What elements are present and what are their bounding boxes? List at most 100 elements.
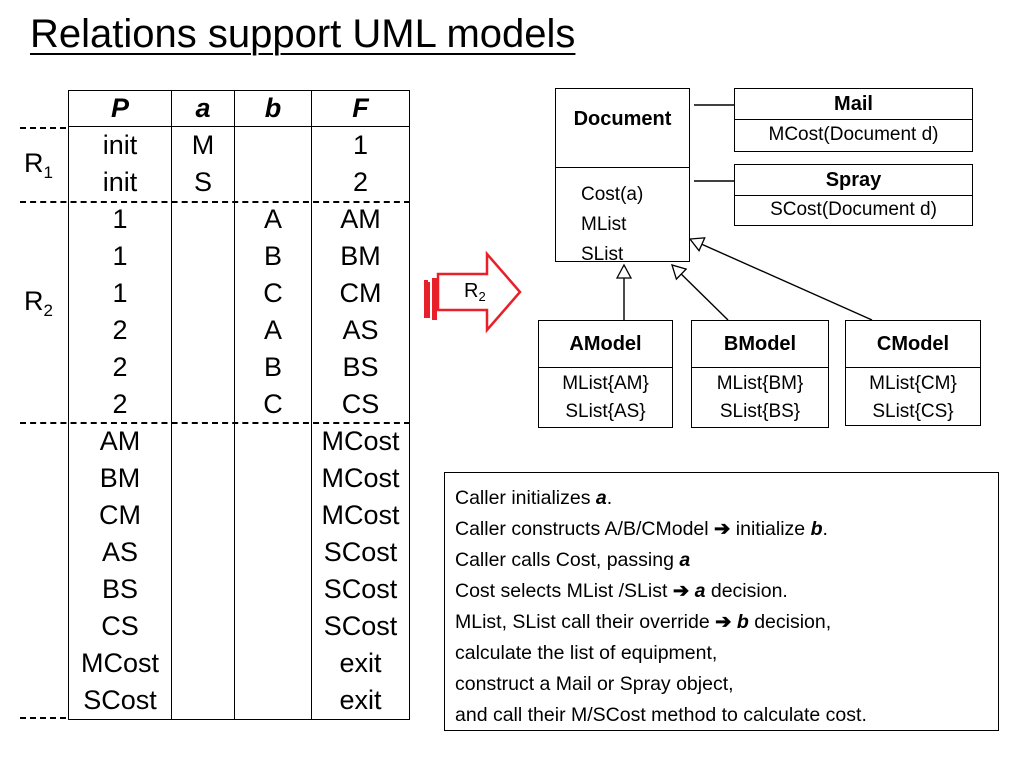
bmodel-class-name: BModel <box>723 333 797 355</box>
table-cell <box>171 497 235 534</box>
table-cell: 1 <box>68 275 172 312</box>
table-header-cell: a <box>171 90 235 127</box>
note-text: . <box>822 518 828 540</box>
note-line: calculate the list of equipment, <box>455 638 988 669</box>
bmodel-member: SList{BS} <box>719 401 801 422</box>
cmodel-member: SList{CS} <box>872 401 954 422</box>
note-text: decision, <box>748 611 832 633</box>
dash-r2-r3 <box>20 422 410 424</box>
table-cell: CS <box>311 386 410 423</box>
arrow-label: R2 <box>464 280 486 304</box>
note-text: initialize <box>730 518 811 540</box>
note-text: construct a Mail or Spray object, <box>455 673 734 695</box>
table-cell <box>171 275 235 312</box>
note-emphasis: b <box>810 518 823 540</box>
table-cell: C <box>234 386 312 423</box>
table-cell: CM <box>68 497 172 534</box>
note-text: Caller calls Cost, passing <box>455 549 680 571</box>
mail-class-member: MCost(Document d) <box>768 124 939 145</box>
table-cell: MCost <box>68 645 172 682</box>
table-cell <box>171 571 235 608</box>
table-cell: init <box>68 126 172 164</box>
mail-class-separator <box>735 119 972 120</box>
document-class-members: Cost(a) MList SList <box>556 168 689 270</box>
note-emphasis: a <box>694 580 706 602</box>
notes-box: Caller initializes a.Caller constructs A… <box>444 472 999 731</box>
table-cell: C <box>234 275 312 312</box>
table-cell <box>171 682 235 720</box>
table-cell: A <box>234 312 312 349</box>
document-class: Document Cost(a) MList SList <box>555 88 690 265</box>
document-member: MList <box>581 214 627 235</box>
table-cell: SCost <box>311 534 410 571</box>
note-text: . <box>606 487 613 509</box>
spray-class-name: Spray <box>825 169 882 191</box>
table-cell: MCost <box>311 423 410 460</box>
amodel-member: MList{AM} <box>562 373 649 394</box>
table-cell: 1 <box>68 201 172 238</box>
note-text: Caller initializes <box>455 487 596 509</box>
table-row: MCost exit <box>68 645 410 682</box>
cmodel-class: CModel MList{CM} SList{CS} <box>845 320 981 426</box>
mail-class-name: Mail <box>834 93 873 115</box>
bmodel-class: BModel MList{BM} SList{BS} <box>691 320 829 428</box>
table-cell: 2 <box>68 312 172 349</box>
spray-class: Spray SCost(Document d) <box>734 164 973 226</box>
table-cell: SCost <box>311 608 410 645</box>
right-arrow-icon: ➔ <box>714 518 731 540</box>
cmodel-member: MList{CM} <box>869 373 957 394</box>
document-member: SList <box>581 244 624 265</box>
big-arrow-icon <box>424 250 522 334</box>
table-header-cell: F <box>311 90 410 127</box>
note-line: Cost selects MList /SList ➔ a decision. <box>455 576 988 607</box>
note-line: and call their M/SCost method to calcula… <box>455 700 988 731</box>
note-text: and call their M/SCost method to calcula… <box>455 704 867 726</box>
table-cell: SCost <box>68 682 172 720</box>
table-cell <box>171 312 235 349</box>
table-cell <box>234 682 312 720</box>
table-cell: BM <box>311 238 410 275</box>
table-header-cell: P <box>68 90 172 127</box>
bmodel-member: MList{BM} <box>716 373 804 394</box>
note-line: Caller initializes a. <box>455 483 988 514</box>
table-cell: B <box>234 238 312 275</box>
table-cell: exit <box>311 682 410 720</box>
bmodel-class-separator <box>692 367 828 368</box>
table-cell <box>234 460 312 497</box>
table-cell: 1 <box>311 126 410 164</box>
table-cell <box>171 460 235 497</box>
table-cell: A <box>234 201 312 238</box>
dash-bottom <box>20 717 66 719</box>
document-class-name: Document <box>573 108 672 130</box>
table-cell <box>234 608 312 645</box>
amodel-class: AModel MList{AM} SList{AS} <box>538 320 673 428</box>
note-line: Caller constructs A/B/CModel ➔ initializ… <box>455 514 988 545</box>
note-emphasis: a <box>595 487 607 509</box>
table-cell: AS <box>68 534 172 571</box>
dash-top <box>20 127 66 129</box>
table-cell: MCost <box>311 460 410 497</box>
table-cell: exit <box>311 645 410 682</box>
relation-label-r2: R2 <box>24 286 53 320</box>
amodel-class-members: MList{AM} SList{AS} <box>539 368 672 426</box>
table-cell: B <box>234 349 312 386</box>
spray-class-member: SCost(Document d) <box>770 199 937 220</box>
table-cell <box>171 608 235 645</box>
spray-class-separator <box>735 195 972 196</box>
table-cell: BS <box>311 349 410 386</box>
note-text: calculate the list of equipment, <box>455 642 718 664</box>
table-cell <box>234 645 312 682</box>
